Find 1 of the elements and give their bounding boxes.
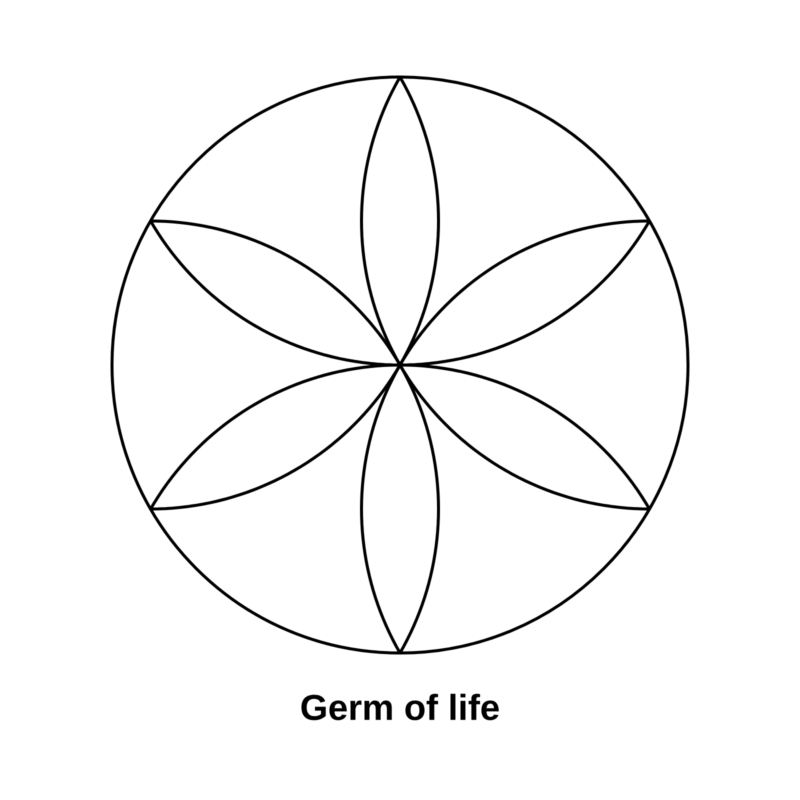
caption: Germ of life	[301, 694, 499, 720]
